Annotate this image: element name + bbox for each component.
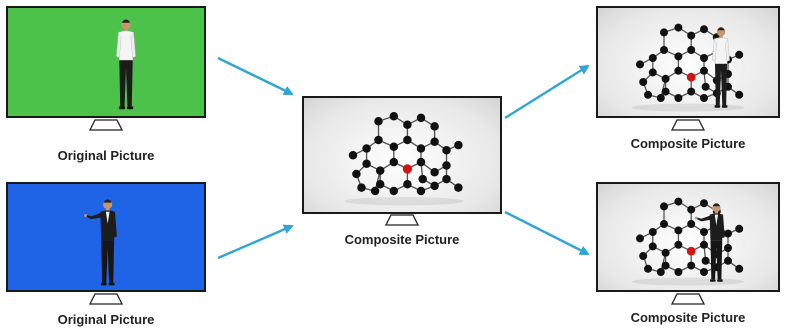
tv-stand-icon [86,119,126,131]
output-label: Composite Picture [630,310,746,325]
molecule-structure-icon [608,18,768,114]
input-label: Original Picture [57,312,155,327]
molecule-structure-icon [608,192,768,288]
center-tv: Composite Picture [302,96,502,256]
arrow-green-to-composite [217,56,294,96]
man-pointing-icon [82,198,126,290]
output-tv-top: Composite Picture [596,6,780,156]
output-label: Composite Picture [630,136,746,151]
arrow-composite-to-output-bottom [504,210,590,256]
input-tv-blue: Original Picture [6,182,206,328]
arrow-blue-to-composite [217,224,294,260]
man-standing-icon [708,26,734,112]
output-screen [596,6,780,118]
input-label: Original Picture [57,148,155,163]
center-label: Composite Picture [344,232,460,247]
man-standing-icon [111,18,141,114]
output-tv-bottom: Composite Picture [596,182,780,328]
man-pointing-icon [694,202,732,286]
tv-stand-icon [668,119,708,131]
molecule-structure-icon [319,106,489,208]
arrow-composite-to-output-top [504,64,590,120]
tv-stand-icon [668,293,708,305]
output-screen [596,182,780,292]
green-screen [6,6,206,118]
blue-screen [6,182,206,292]
composite-screen [302,96,502,214]
tv-stand-icon [382,214,422,226]
tv-stand-icon [86,293,126,305]
input-tv-green: Original Picture [6,6,206,166]
